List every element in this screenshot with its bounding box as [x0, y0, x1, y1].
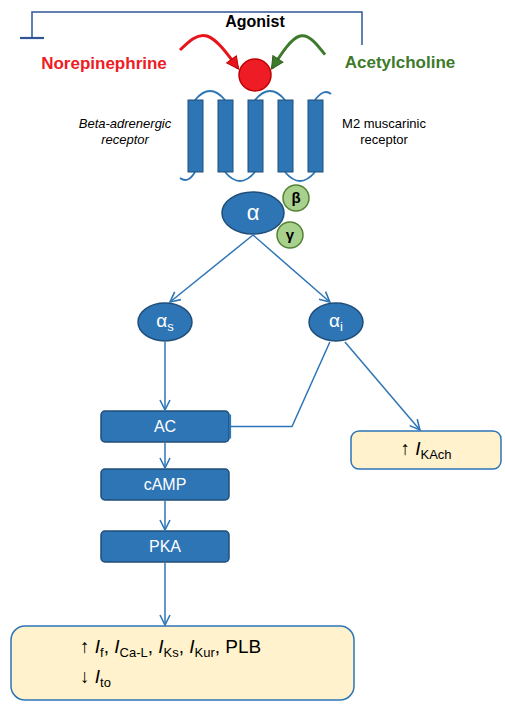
subscript: Ks	[164, 644, 179, 659]
ligand-name: Acetylcholine	[345, 53, 456, 73]
text-run: ,	[104, 636, 115, 657]
g-protein-subunit: αi	[308, 302, 364, 342]
text-run: ,	[179, 636, 190, 657]
transmembrane-helix	[308, 100, 323, 172]
arrow-connector	[345, 342, 420, 430]
text-run: I	[415, 438, 420, 459]
text-run: α	[156, 310, 167, 331]
g-protein-subunit: γ	[276, 221, 304, 249]
text-run: α	[329, 310, 340, 331]
circle-outline	[239, 59, 271, 91]
ligand-label: Acetylcholine	[325, 45, 475, 77]
subunit-label: α	[247, 200, 260, 226]
effect-label: ↑ If, ICa-L, IKs, IKur, PLB	[80, 636, 261, 660]
arrow-connector	[170, 235, 253, 302]
subscript: KAch	[420, 447, 451, 462]
receptor-loop	[255, 91, 285, 100]
inhibition-connector	[230, 342, 330, 427]
effect-box: ↑ If, ICa-L, IKs, IKur, PLB↓ Ito	[10, 625, 355, 701]
subscript: s	[167, 319, 174, 334]
activation-arrow	[180, 35, 238, 68]
process-box: AC	[100, 410, 230, 443]
receptor-label: M2 muscarinic receptor	[328, 116, 440, 147]
text-run: I	[95, 636, 100, 657]
node-outline	[178, 92, 333, 180]
agonist-label: Agonist	[195, 12, 315, 31]
text-run: ,	[148, 636, 159, 657]
text-run: , PLB	[215, 636, 261, 657]
subunit-label: αi	[329, 310, 343, 334]
transmembrane-helix	[218, 100, 233, 172]
text-run: I	[114, 636, 119, 657]
box-label: AC	[154, 417, 176, 436]
box-label: PKA	[149, 537, 181, 556]
box-label: cAMP	[144, 475, 187, 494]
ligand-label: Norepinephrine	[28, 38, 180, 78]
text-run: I	[189, 636, 194, 657]
receptor-symbol: Beta-adrenergic receptorM2 muscarinic re…	[178, 92, 333, 180]
receptor-loop	[315, 92, 331, 100]
receptor-loop	[180, 172, 195, 180]
subunit-label: αs	[156, 310, 173, 334]
box-outline	[101, 531, 229, 562]
subscript: Kur	[195, 644, 215, 659]
subscript: f	[100, 644, 104, 659]
node-outline	[238, 58, 272, 92]
subscript: to	[100, 675, 111, 690]
receptor-loop	[225, 172, 255, 181]
box-outline	[351, 431, 501, 469]
effect-label: ↑ IKAch	[400, 438, 451, 462]
arrow-connector	[164, 563, 166, 625]
effect-box: ↑ IKAch	[350, 430, 502, 470]
process-box: PKA	[100, 530, 230, 563]
subscript: Ca-L	[120, 644, 148, 659]
g-protein-subunit: αs	[137, 302, 193, 342]
receptor-loop	[285, 172, 315, 181]
subunit-label: γ	[286, 226, 294, 244]
circle-outline	[277, 222, 303, 248]
subunit-label: β	[291, 189, 300, 207]
box-outline	[101, 469, 229, 500]
g-protein-subunit: α	[221, 191, 285, 235]
receptor-loop	[195, 91, 225, 100]
box-outline	[11, 626, 354, 700]
transmembrane-helix	[188, 100, 203, 172]
text-run: I	[95, 666, 100, 687]
text-run: ↓	[80, 666, 95, 687]
activation-arrow	[272, 36, 325, 69]
ellipse-outline	[222, 192, 284, 234]
text-run: ↑	[80, 636, 95, 657]
arrow-connector	[164, 342, 166, 410]
inhibition-connector	[32, 12, 362, 45]
circle-outline	[283, 185, 309, 211]
text-run: I	[158, 636, 163, 657]
transmembrane-helix	[248, 100, 263, 172]
subscript: i	[340, 319, 343, 334]
agonist-circle: Agonist	[238, 58, 272, 92]
process-box: cAMP	[100, 468, 230, 501]
ellipse-outline	[138, 303, 192, 341]
arrow-connector	[164, 443, 166, 468]
text-run: ↑	[400, 438, 415, 459]
g-protein-subunit: β	[282, 184, 310, 212]
box-outline	[101, 411, 229, 442]
arrow-connector	[164, 501, 166, 530]
transmembrane-helix	[278, 100, 293, 172]
effect-label: ↓ Ito	[80, 666, 111, 690]
receptor-label: Beta-adrenergic receptor	[70, 116, 180, 147]
ellipse-outline	[309, 303, 363, 341]
ligand-name: Norepinephrine	[41, 54, 167, 74]
